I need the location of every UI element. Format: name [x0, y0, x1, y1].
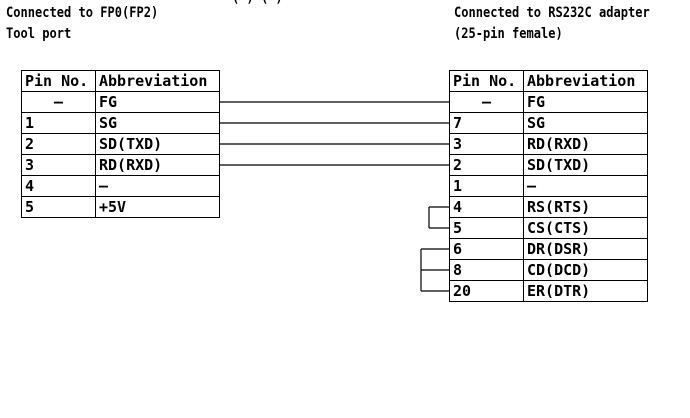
- left-abbr-cell: RD(RXD): [95, 154, 220, 176]
- right-abbr-cell: DR(DSR): [523, 238, 648, 260]
- right-abbr-cell: ER(DTR): [523, 280, 648, 302]
- right-header-line2: (25-pin female): [454, 26, 563, 42]
- right-abbr-cell: CD(DCD): [523, 259, 648, 281]
- top-partial-text: ( ) ( ): [232, 0, 283, 7]
- left-pin-row: 5+5V: [21, 196, 220, 218]
- left-pin-row: —FG: [21, 91, 220, 113]
- left-abbr-cell: +5V: [95, 196, 220, 218]
- right-pin-row: —FG: [449, 91, 648, 113]
- right-abbr-cell: RD(RXD): [523, 133, 648, 155]
- right-header-row: Pin No. Abbreviation: [449, 70, 648, 92]
- right-abbr-cell: SG: [523, 112, 648, 134]
- right-col-abbr-header: Abbreviation: [523, 70, 648, 92]
- left-col-pin-header: Pin No.: [21, 70, 96, 92]
- left-header-line1: Connected to FP0(FP2): [6, 5, 159, 21]
- left-header-line2: Tool port: [6, 26, 72, 42]
- left-pin-row: 4—: [21, 175, 220, 197]
- right-header-line1: Connected to RS232C adapter: [454, 5, 650, 21]
